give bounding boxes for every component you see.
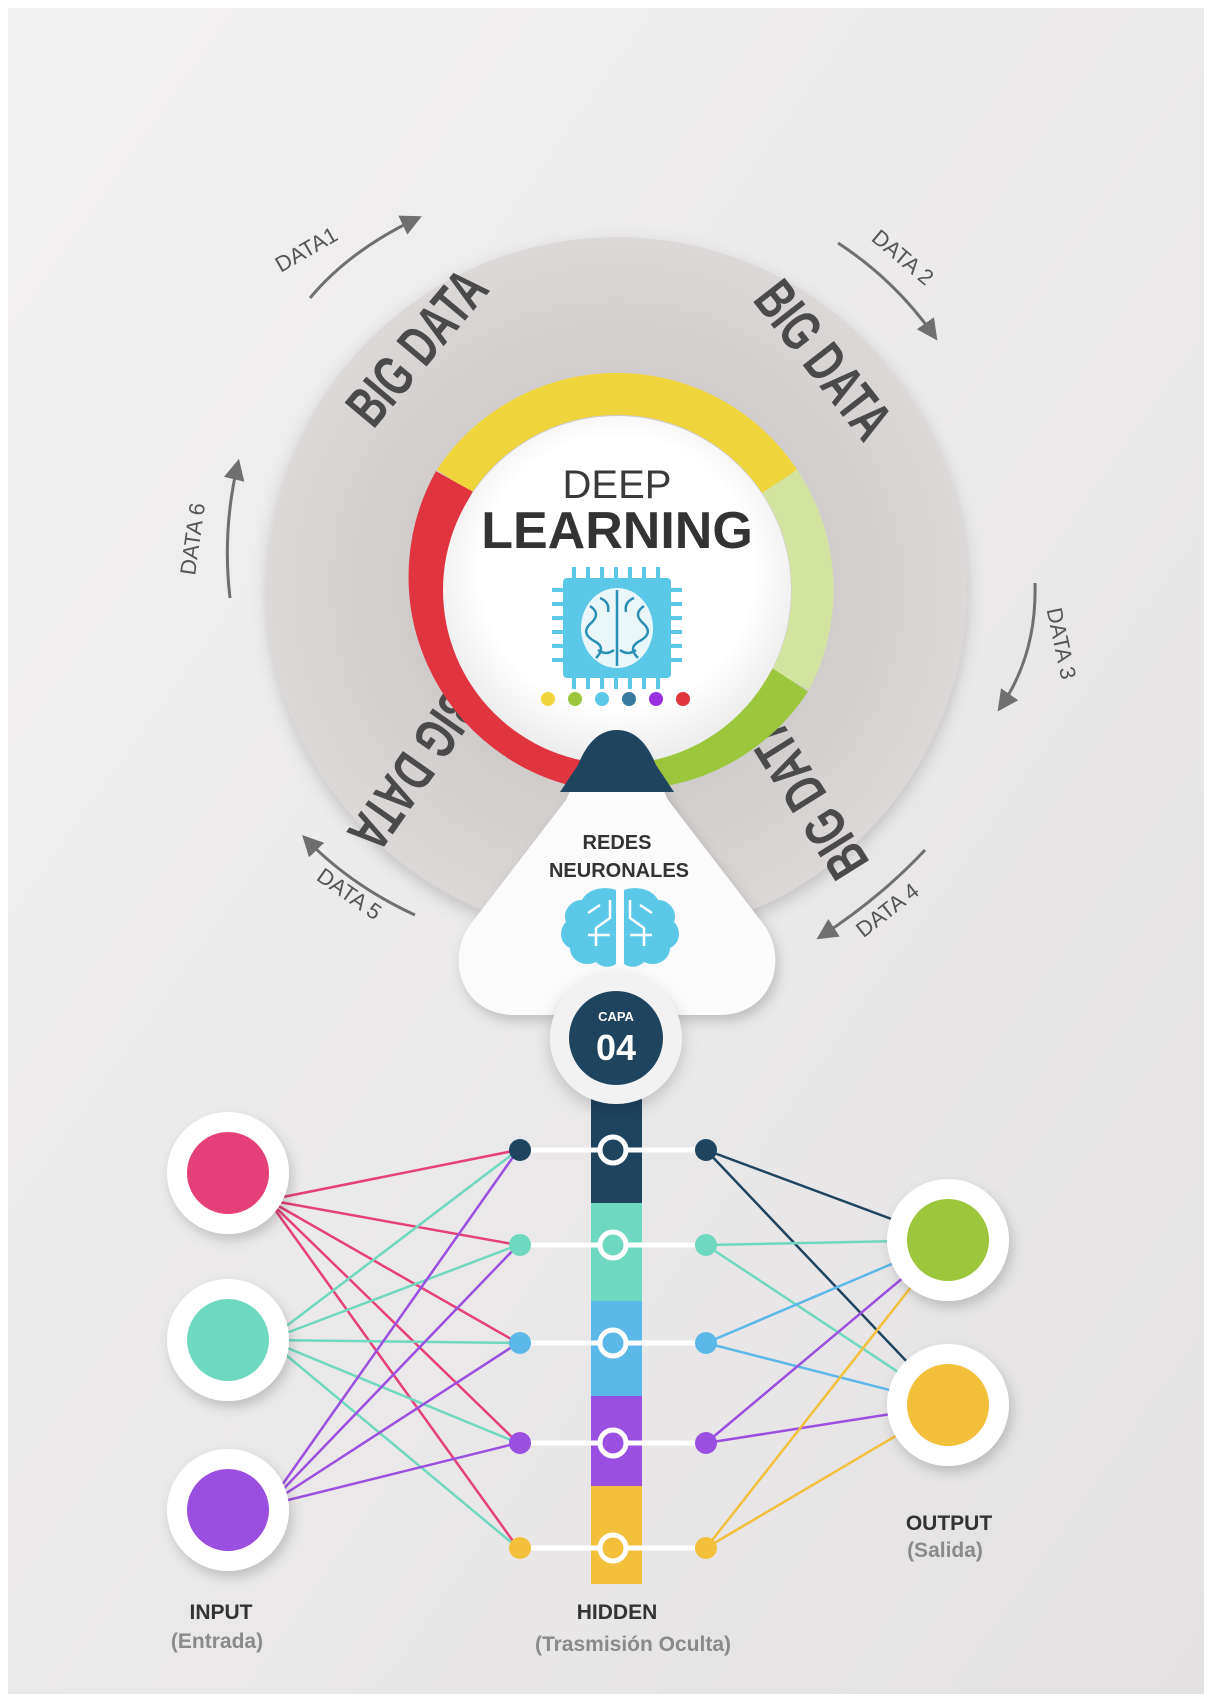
output-subtitle: (Salida) [907,1539,983,1562]
capa-number: 04 [596,1027,636,1068]
input-subtitle: (Entrada) [171,1630,263,1653]
dot-red [676,692,690,706]
hidden-center-node-4 [597,1427,629,1459]
hidden-node-right-4 [695,1432,717,1454]
hidden-center-node-5 [597,1532,629,1564]
ring-segment-lime [762,469,834,690]
flow-arrow-1 [308,215,422,299]
hidden-node-left-5 [509,1537,531,1559]
color-dots [541,692,690,706]
hidden-column [591,1038,642,1584]
input-node-teal [187,1299,269,1381]
ring-segment-green [647,668,808,788]
redes-panel [458,750,776,1015]
hidden-node-left-3 [509,1332,531,1354]
brain-circuit-icon [561,888,679,967]
hidden-node-right-3 [695,1332,717,1354]
hidden-center-node-3 [597,1327,629,1359]
output-connections [705,1148,949,1550]
hidden-node-right-5 [695,1537,717,1559]
flow-arrow-2 [837,241,938,341]
input-node-pink [187,1132,269,1214]
flow-arrow-6 [223,458,245,599]
flow-arrow-5 [302,834,416,917]
purple-connections [266,1149,520,1507]
flow-arrows [223,215,1037,940]
ring-segment-red [408,471,588,788]
input-node-purple [187,1469,269,1551]
input-title: INPUT [190,1601,253,1624]
pink-connections [266,1148,520,1549]
redes-title-line1: REDES [583,832,652,854]
input-nodes [167,1112,289,1571]
ring-segment-yellow [436,372,798,494]
center-title-line2: LEARNING [481,502,753,560]
output-nodes [887,1179,1009,1466]
dot-green [568,692,582,706]
hidden-node-right-1 [695,1139,717,1161]
dot-steel [622,692,636,706]
hidden-center-node-1 [597,1134,629,1166]
hidden-center-nodes [597,1134,629,1564]
hidden-node-left-4 [509,1432,531,1454]
hidden-subtitle: (Trasmisión Oculta) [535,1633,731,1656]
dot-purple [649,692,663,706]
redes-title-line2: NEURONALES [549,860,689,882]
dot-cyan [595,692,609,706]
brain-chip-icon [552,567,682,689]
capa-badge [569,991,663,1085]
output-node-green [907,1199,989,1281]
hidden-node-right-2 [695,1234,717,1256]
flow-arrow-4 [816,848,927,940]
color-ring [408,372,834,788]
hidden-center-node-2 [597,1229,629,1261]
hidden-node-left-2 [509,1234,531,1256]
redes-panel-tip [560,730,674,792]
hidden-nodes [509,1139,717,1559]
teal-connections [267,1149,519,1549]
center-title-line1: DEEP [563,463,672,507]
hidden-title: HIDDEN [577,1601,658,1624]
flow-arrow-3 [997,582,1037,712]
hidden-node-left-1 [509,1139,531,1161]
capa-label: CAPA [598,1009,634,1024]
output-title: OUTPUT [906,1512,993,1535]
dot-yellow [541,692,555,706]
network-connections [266,1148,949,1550]
output-node-orange [907,1364,989,1446]
